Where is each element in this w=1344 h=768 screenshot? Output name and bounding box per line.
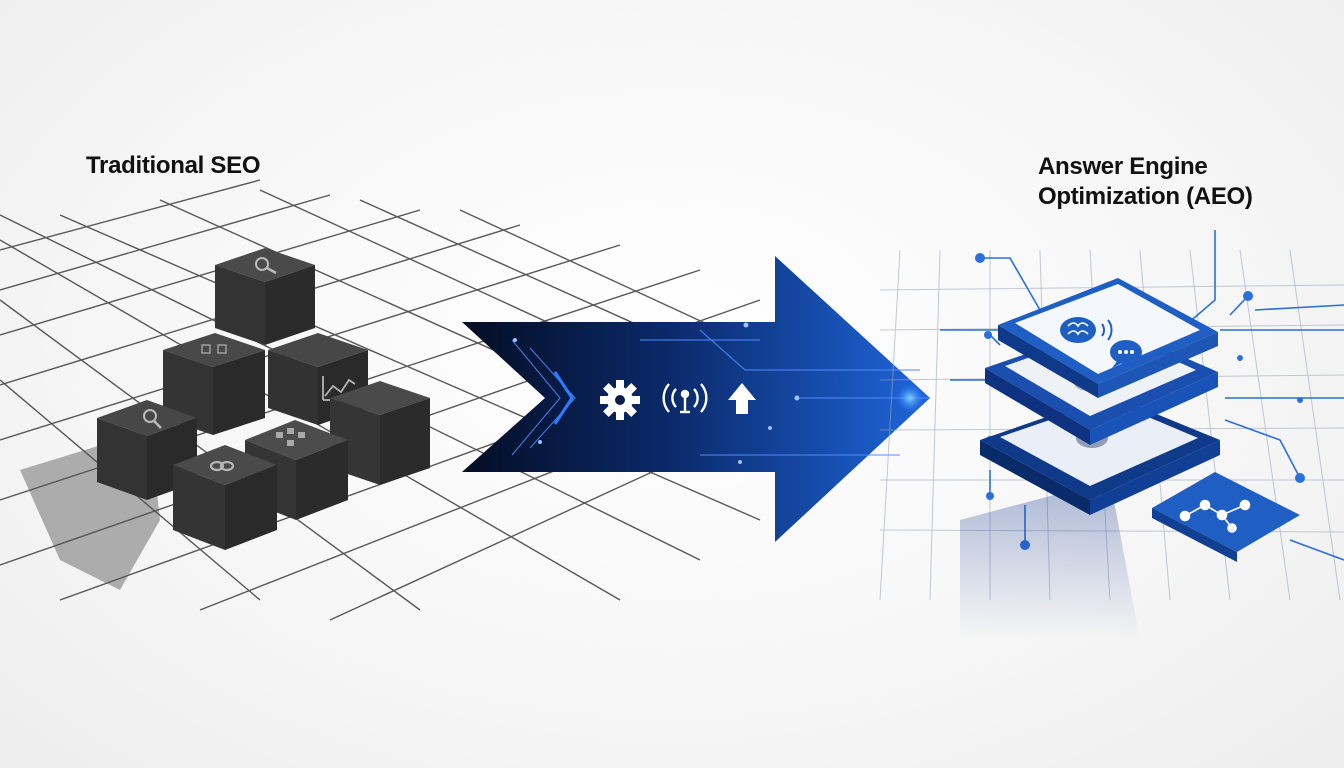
- cube-bottom: [173, 445, 277, 550]
- aeo-title: Answer Engine Optimization (AEO): [1038, 152, 1253, 212]
- traditional-seo-title: Traditional SEO: [86, 152, 261, 179]
- chat-bubble-icon: [1110, 340, 1142, 368]
- up-arrow-icon: [728, 383, 756, 414]
- card-stack: [980, 278, 1300, 562]
- card-network: [1152, 472, 1300, 562]
- sitemap-icon: [276, 428, 305, 446]
- aeo-title-line-2: Optimization (AEO): [1038, 183, 1253, 210]
- gear-icon: [600, 380, 640, 420]
- network-graph-icon: [1179, 499, 1251, 533]
- cube-stack: [97, 248, 430, 550]
- transition-arrow: [462, 256, 930, 542]
- search-icon: [255, 257, 277, 275]
- card-top: [998, 278, 1218, 398]
- analytics-icon: [201, 344, 227, 354]
- link-icon: [209, 460, 235, 472]
- signal-tower-icon: [662, 383, 708, 414]
- aeo-title-line-1: Answer Engine: [1038, 153, 1208, 180]
- card-bottom: [980, 395, 1220, 515]
- cards-shadow: [960, 480, 1140, 640]
- search-icon: [143, 409, 162, 429]
- cube-top: [215, 248, 315, 345]
- brain-icon: [1060, 317, 1113, 343]
